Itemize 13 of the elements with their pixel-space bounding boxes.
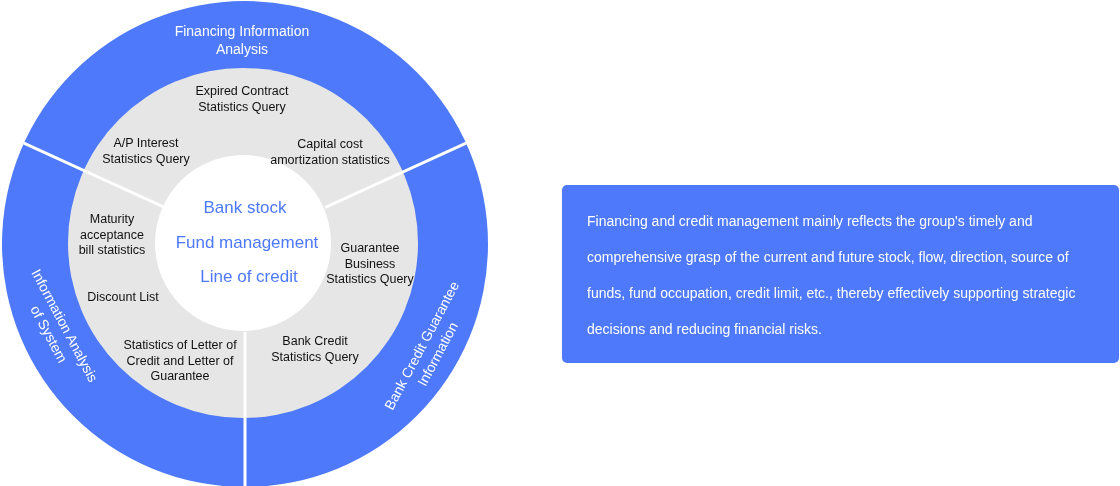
ring-item-label: Capital cost amortization statistics bbox=[269, 137, 391, 169]
ring-item-label: Guarantee Business Statistics Query bbox=[325, 240, 415, 288]
ring-item-label: Bank Credit Statistics Query bbox=[270, 334, 360, 366]
ring-item-label: Maturity acceptance bill statistics bbox=[77, 211, 147, 259]
ring-item-label: A/P Interest Statistics Query bbox=[101, 136, 191, 168]
description-text: Financing and credit management mainly reflects the group's timely and comprehensive grasp of the current and future stock, flow, direction, source of funds, fund occupation, credit limit, etc., thereby effectively supporting strategic decisions and reducing financial risks. bbox=[587, 212, 1077, 339]
ring-item-label: Discount List bbox=[86, 290, 160, 306]
ring-label: Financing Information Analysis bbox=[173, 22, 311, 58]
ring-item-label: Expired Contract Statistics Query bbox=[194, 84, 290, 116]
center-label: Bank stock bbox=[202, 197, 288, 219]
ring-item-label: Statistics of Letter of Credit and Letter of Guarantee bbox=[122, 337, 238, 385]
center-label: Fund management bbox=[174, 232, 320, 254]
description-panel bbox=[562, 185, 1119, 363]
